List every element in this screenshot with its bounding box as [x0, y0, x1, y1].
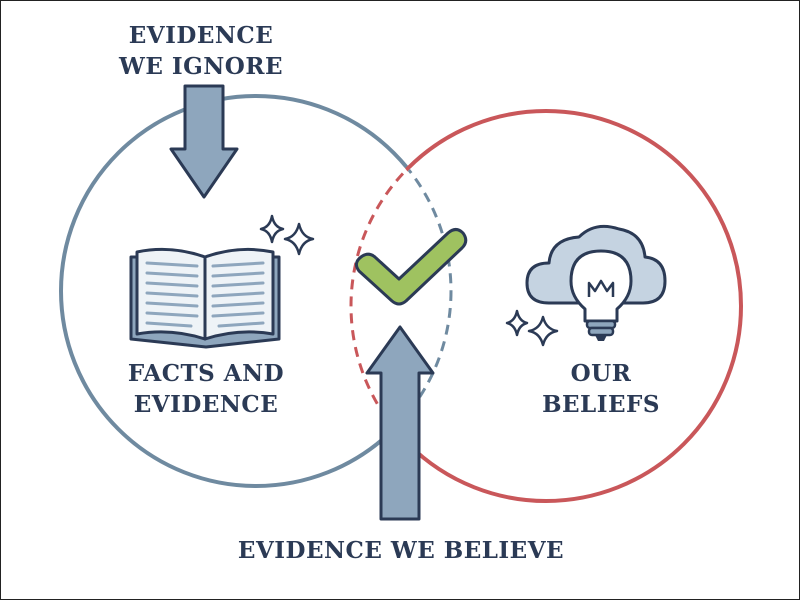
lightbulb-cloud-icon — [525, 224, 667, 341]
facts-and-evidence-line1: FACTS AND — [127, 360, 285, 387]
our-beliefs-line1: OUR — [570, 360, 632, 387]
evidence-we-ignore-label: EVIDENCE WE IGNORE — [101, 20, 301, 82]
evidence-we-ignore-line2: WE IGNORE — [119, 53, 283, 80]
up-arrow-icon — [365, 325, 435, 521]
facts-and-evidence-label: FACTS AND EVIDENCE — [106, 358, 306, 420]
our-beliefs-line2: BELIEFS — [542, 391, 660, 418]
check-mark-icon — [354, 228, 468, 306]
our-beliefs-label: OUR BELIEFS — [521, 358, 681, 420]
evidence-we-believe-text: EVIDENCE WE BELIEVE — [237, 537, 565, 564]
sparkle-icon — [505, 309, 559, 347]
evidence-we-ignore-line1: EVIDENCE — [128, 22, 274, 49]
down-arrow-icon — [169, 84, 239, 199]
open-book-icon — [129, 247, 281, 349]
evidence-we-believe-label: EVIDENCE WE BELIEVE — [201, 535, 601, 566]
sparkle-icon — [259, 214, 315, 256]
facts-and-evidence-line2: EVIDENCE — [133, 391, 279, 418]
